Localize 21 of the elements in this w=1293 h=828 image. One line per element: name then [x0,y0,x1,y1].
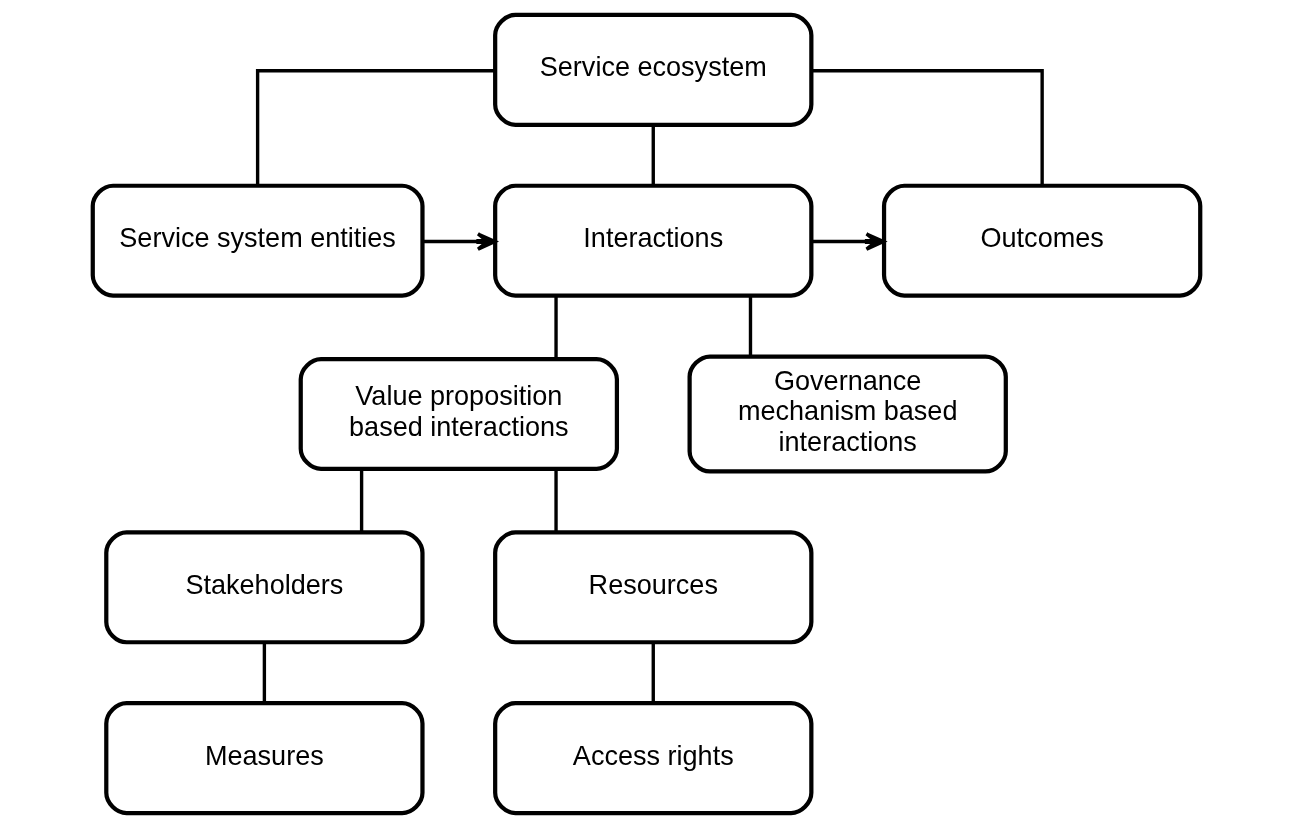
node-box: Outcomes [881,183,1203,298]
node-box: Service ecosystem [493,12,814,127]
node-box: Service system entities [90,183,425,298]
arrow [811,232,886,251]
connector [811,69,1044,186]
node-box: Governance mechanism based interactions [687,354,1008,474]
node-box: Measures [104,701,425,816]
node-box: Resources [493,530,814,645]
connector [255,69,495,186]
node-box: Stakeholders [104,530,425,645]
connector [554,296,558,359]
connector [748,296,753,357]
arrow [422,232,497,251]
connector [554,469,558,532]
node-box: Interactions [493,183,814,298]
connector [651,124,655,186]
connector [262,642,267,703]
connector [651,642,655,703]
node-box: Access rights [493,701,814,816]
connector [359,469,364,532]
node-box: Value proposition based interactions [298,356,620,472]
